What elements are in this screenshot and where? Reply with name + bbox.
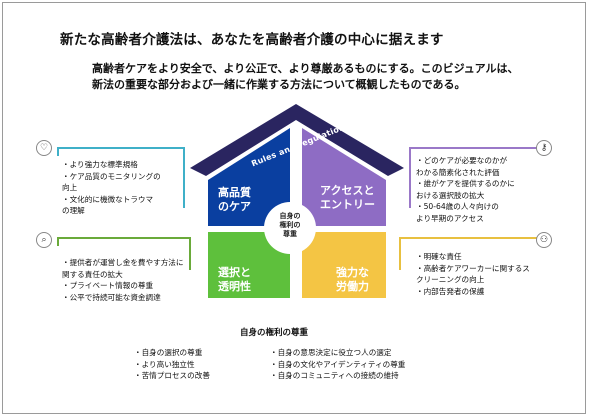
center-circle (264, 202, 316, 254)
list-item: ・内部告発者の保護 (416, 286, 485, 296)
list-item: の理解 (62, 206, 85, 215)
list-item: クリーニングの向上 (416, 275, 485, 284)
list-item: ・50-64歳の人々向けの (416, 202, 499, 211)
person-icon: ⚇ (536, 232, 552, 248)
footer-list-left: ・自身の選択の尊重 ・より高い独立性 ・苦情プロセスの改善 (134, 348, 210, 383)
quadrant-label-top-right: アクセスとエントリー (320, 184, 375, 211)
footer-title: 自身の権利の尊重 (240, 328, 309, 338)
magnifier-icon: ⌕ (36, 232, 52, 248)
list-item: ・自身の文化やアイデンティティの尊重 (270, 359, 406, 369)
list-bottom-right: ・明確な責任 ・高齢者ケアワーカーに関するス クリーニングの向上 ・内部告発者の… (416, 252, 530, 298)
quadrant-label-top-left: 高品質のケア (218, 186, 251, 213)
quadrant-label-bottom-right: 強力な労働力 (336, 266, 369, 293)
list-item: ・ケア品質のモニタリングの (62, 171, 161, 181)
quadrant-bottom-right (302, 232, 386, 298)
list-item: ・明確な責任 (416, 252, 462, 261)
subtitle-line-2: 新法の重要な部分および一緒に作業する方法について概観したものである。 (92, 78, 466, 91)
list-item: ・プライベート情報の尊重 (62, 281, 154, 290)
page-title: 新たな高齢者介護法は、あなたを高齢者介護の中心に据えます (60, 32, 444, 48)
key-icon: ⚷ (536, 140, 552, 156)
center-label: 自身の権利の尊重 (279, 212, 301, 238)
list-item: 向上 (62, 183, 78, 192)
list-item: ・自身のコミュニティへの接続の維持 (270, 371, 399, 380)
list-item: ・苦情プロセスの改善 (134, 371, 210, 380)
list-item: ・より高い独立性 (134, 359, 195, 369)
list-bottom-left: ・提供者が運営し金を費やす方法に 関する責任の拡大 ・プライベート情報の尊重 ・… (62, 258, 184, 304)
list-item: ・自身の意思決定に役立つ人の選定 (270, 348, 392, 357)
quadrant-label-bottom-left: 選択と透明性 (218, 266, 251, 293)
page-frame (2, 2, 586, 414)
list-item: おける選択肢の拡大 (416, 190, 485, 200)
list-item: ・誰がケアを提供するのかに (416, 179, 515, 188)
quadrant-top-left (208, 128, 290, 226)
subtitle-line-1: 高齢者ケアをより安全で、より公正で、より尊厳あるものにする。このビジュアルは、 (92, 62, 519, 75)
list-top-left: ・より強力な標準規格 ・ケア品質のモニタリングの 向上 ・文化的に機微なトラウマ… (62, 160, 161, 218)
list-item: ・公平で持続可能な資金調達 (62, 292, 161, 302)
connector-top-left (57, 147, 185, 208)
list-item: ・どのケアが必要なのかが (416, 156, 508, 165)
list-item: ・文化的に機微なトラウマ (62, 194, 154, 204)
list-item: ・高齢者ケアワーカーに関するス (416, 263, 530, 273)
list-item: ・提供者が運営し金を費やす方法に (62, 258, 184, 267)
list-item: ・より強力な標準規格 (62, 160, 138, 169)
footer-list-right: ・自身の意思決定に役立つ人の選定 ・自身の文化やアイデンティティの尊重 ・自身の… (270, 348, 405, 383)
list-top-right: ・どのケアが必要なのかが わかる簡素化された評価 ・誰がケアを提供するのかに お… (416, 156, 515, 225)
list-item: より早期のアクセス (416, 213, 484, 223)
list-item: ・自身の選択の尊重 (134, 348, 203, 357)
heart-icon: ♡ (36, 140, 52, 156)
roof (190, 104, 404, 176)
list-item: わかる簡素化された評価 (416, 167, 500, 177)
quadrant-top-right (302, 128, 386, 226)
connector-bottom-left (57, 237, 191, 270)
list-item: 関する責任の拡大 (62, 269, 123, 279)
